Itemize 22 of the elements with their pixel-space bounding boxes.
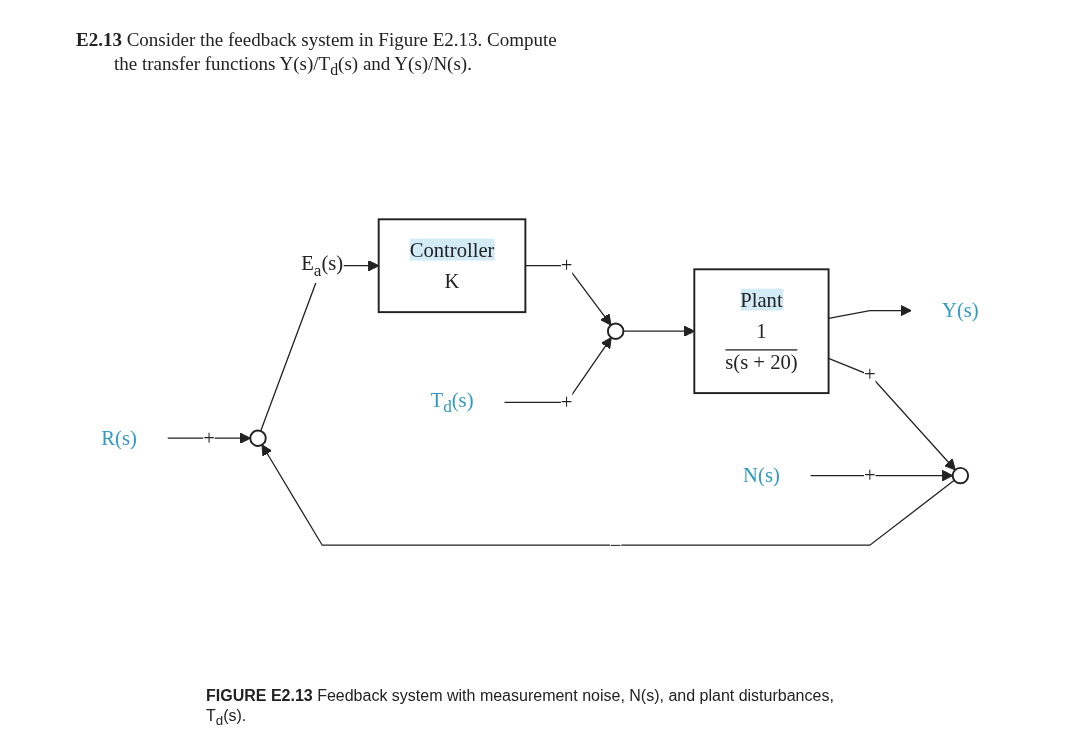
edge-label: + — [203, 426, 215, 449]
figure-caption: FIGURE E2.13 Feedback system with measurement noise, N(s), and plant disturbances, T$_{d}$(s). — [206, 686, 835, 730]
node-box: Controller K — [377, 218, 527, 314]
edge-label: E$_{a}$(s) — [301, 252, 344, 280]
arrow — [622, 325, 695, 337]
node-box: Plant 1 s(s + 20) — [693, 268, 830, 395]
edge-label: − — [609, 533, 622, 556]
edge-label: + — [560, 390, 573, 413]
node-circle — [951, 466, 970, 485]
edge-label: + — [864, 363, 876, 386]
node-text: Y(s) — [942, 298, 979, 321]
arrow — [261, 444, 955, 546]
node-text: R(s) — [101, 426, 137, 449]
arrow — [503, 337, 612, 404]
node-circle — [249, 429, 267, 447]
node-circle — [606, 322, 625, 340]
exercise-text: E2.13 Consider the feedback system in Figure E2.13. Compute the transfer functions Y(s)/T$_{d}$(s) and Y(s)/N(s). — [76, 28, 558, 80]
node-text: T$_{d}$(s) — [430, 388, 474, 417]
arrow — [810, 469, 954, 482]
edge-label: + — [864, 464, 876, 486]
node-text: N(s) — [743, 464, 780, 486]
edge-label: + — [560, 254, 573, 277]
